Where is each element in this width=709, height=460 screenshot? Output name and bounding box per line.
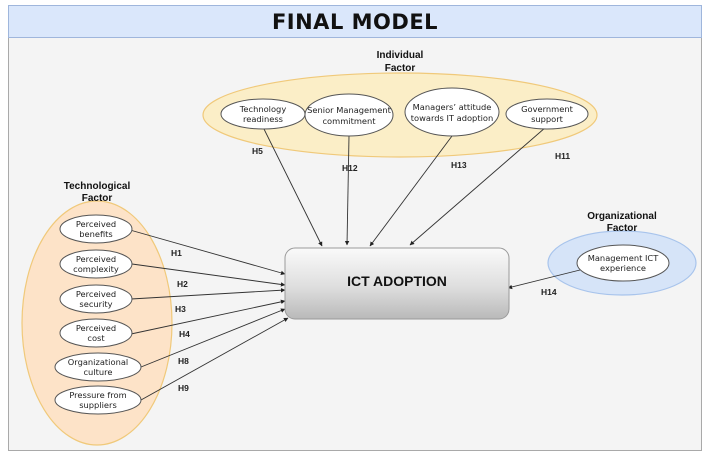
hypothesis-label-h9: H9 bbox=[178, 383, 189, 393]
hypothesis-label-h11: H11 bbox=[555, 151, 570, 161]
node-technology-readiness: Technology readiness bbox=[220, 98, 306, 130]
arrow-h8 bbox=[140, 308, 286, 368]
hypothesis-label-h1: H1 bbox=[171, 248, 182, 258]
individual-factor-label-1: Individual bbox=[377, 50, 424, 61]
node-label: experience bbox=[600, 263, 646, 273]
ict-adoption-label: ICT ADOPTION bbox=[347, 273, 447, 289]
node-label: towards IT adoption bbox=[411, 113, 493, 123]
arrow-h11 bbox=[409, 126, 547, 246]
node-label: support bbox=[531, 114, 564, 124]
node-label: commitment bbox=[322, 116, 376, 126]
technological-factor-label-2: Factor bbox=[82, 193, 113, 204]
organizational-factor-label-2: Factor bbox=[607, 223, 638, 234]
arrow-h5 bbox=[262, 126, 323, 247]
node-senior-management-commitment: Senior Management commitment bbox=[304, 93, 394, 137]
node-label: Perceived bbox=[76, 254, 116, 264]
node-label: Perceived bbox=[76, 289, 116, 299]
node-managers-attitude: Managers’ attitude towards IT adoption bbox=[404, 87, 500, 137]
arrow-h9 bbox=[140, 317, 289, 401]
individual-factor-group bbox=[202, 72, 598, 158]
node-label: Senior Management bbox=[307, 105, 391, 115]
hypothesis-label-h5: H5 bbox=[252, 146, 263, 156]
hypothesis-label-h13: H13 bbox=[451, 160, 467, 170]
node-label: security bbox=[79, 299, 112, 309]
hypothesis-arrows bbox=[129, 126, 581, 401]
node-label: Perceived bbox=[76, 323, 116, 333]
arrow-h3 bbox=[130, 287, 286, 300]
hypothesis-label-h8: H8 bbox=[178, 356, 189, 366]
arrow-h2 bbox=[131, 263, 286, 287]
node-perceived-security: Perceived security bbox=[59, 284, 133, 314]
arrow-h4 bbox=[130, 299, 286, 335]
hypothesis-label-h2: H2 bbox=[177, 279, 188, 289]
page-title: FINAL MODEL bbox=[271, 9, 439, 34]
node-label: Technology bbox=[239, 104, 287, 114]
node-perceived-complexity: Perceived complexity bbox=[59, 249, 133, 279]
node-management-ict-experience: Management ICT experience bbox=[576, 244, 670, 282]
arrow-h12 bbox=[344, 135, 350, 246]
node-label: culture bbox=[84, 367, 113, 377]
hypothesis-label-h12: H12 bbox=[342, 163, 358, 173]
arrow-h13 bbox=[369, 135, 453, 247]
node-label: readiness bbox=[243, 114, 283, 124]
node-pressure-from-suppliers: Pressure from suppliers bbox=[54, 385, 142, 415]
node-label: Pressure from bbox=[69, 390, 126, 400]
node-label: suppliers bbox=[79, 400, 117, 410]
node-label: benefits bbox=[79, 229, 113, 239]
node-government-support: Government support bbox=[505, 98, 589, 130]
hypothesis-label-h4: H4 bbox=[179, 329, 190, 339]
node-organizational-culture: Organizational culture bbox=[54, 352, 142, 382]
node-label: complexity bbox=[73, 264, 119, 274]
arrow-h14 bbox=[507, 269, 581, 290]
node-label: Perceived bbox=[76, 219, 116, 229]
node-perceived-cost: Perceived cost bbox=[59, 318, 133, 348]
node-label: cost bbox=[87, 333, 105, 343]
title-bar: FINAL MODEL bbox=[8, 5, 702, 38]
organizational-factor-label-1: Organizational bbox=[587, 211, 657, 222]
hypothesis-label-h14: H14 bbox=[541, 287, 557, 297]
technological-factor-label-1: Technological bbox=[64, 181, 131, 192]
individual-factor-label-2: Factor bbox=[385, 63, 416, 74]
node-perceived-benefits: Perceived benefits bbox=[59, 214, 133, 244]
arrow-h1 bbox=[129, 229, 286, 276]
node-label: Government bbox=[521, 104, 573, 114]
hypothesis-label-h3: H3 bbox=[175, 304, 186, 314]
node-label: Organizational bbox=[68, 357, 128, 367]
node-label: Managers’ attitude bbox=[413, 102, 492, 112]
ict-adoption-box bbox=[284, 247, 510, 320]
node-label: Management ICT bbox=[588, 253, 660, 263]
